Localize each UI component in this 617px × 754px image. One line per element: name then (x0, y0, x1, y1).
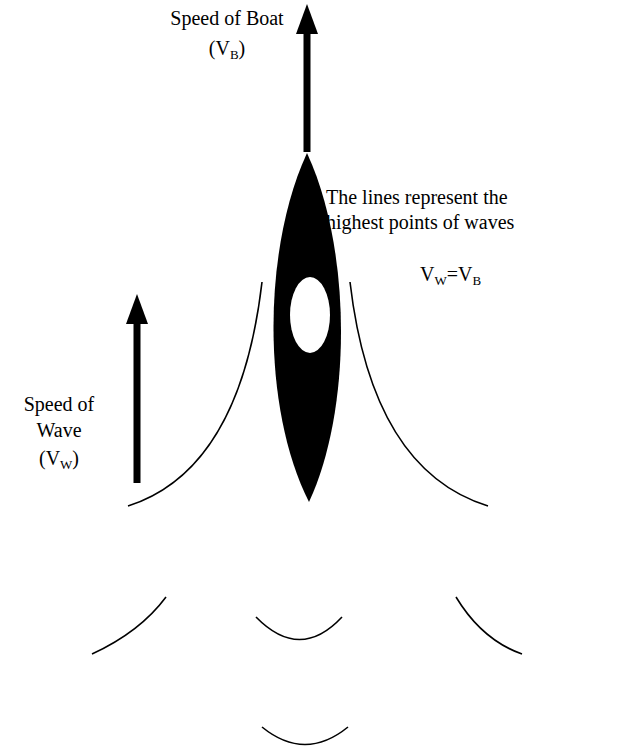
wave-crest (456, 597, 522, 654)
wave-crest (92, 597, 166, 654)
wave-arrow-shaft (134, 320, 141, 483)
wave-crest (128, 282, 262, 506)
symbol-label: (VW) (4, 446, 114, 471)
arrow-label: Speed of Boat (152, 6, 302, 31)
boat-arrow-shaft (304, 30, 311, 152)
wave-crest (350, 282, 488, 506)
boat-cockpit (290, 277, 330, 353)
wave-arrow-head (126, 294, 148, 324)
arrow-label: Speed of (4, 392, 114, 417)
symbol-label: (VB) (187, 36, 267, 61)
boat-arrow-head (296, 4, 318, 34)
note-text: The lines represent the highest points o… (326, 185, 566, 235)
equation-label: VW=VB (420, 262, 540, 287)
wave-crest (262, 727, 348, 745)
wave-crest (256, 617, 342, 640)
arrow-label: Wave (4, 418, 114, 443)
